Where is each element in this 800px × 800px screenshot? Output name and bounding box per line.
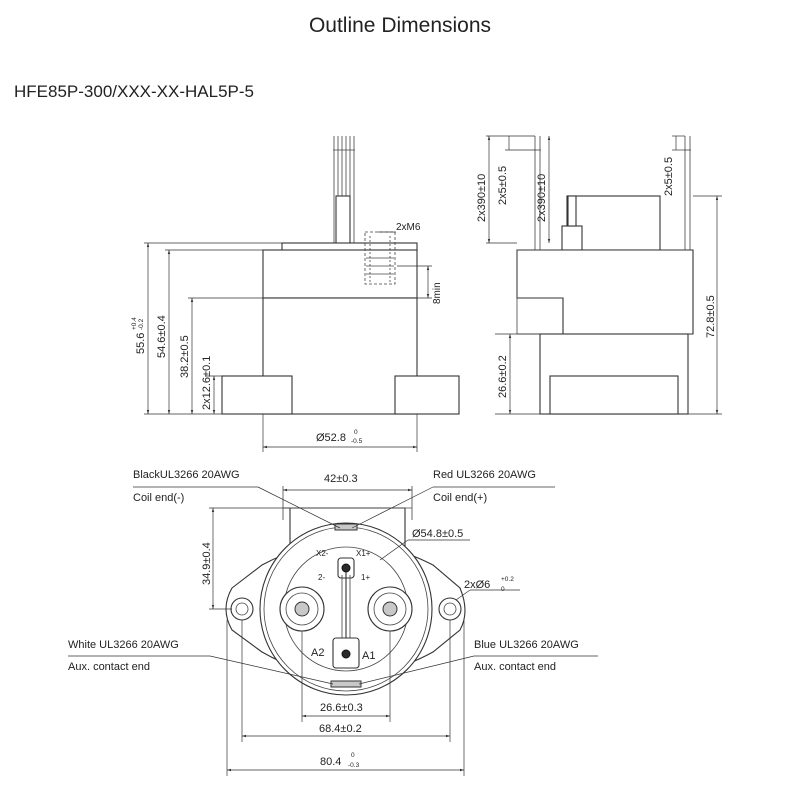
- wire-blue-label: Blue UL3266 20AWG: [474, 639, 579, 651]
- bottom-view: 42±0.3 X2- X1+ 2- 1+ A2: [68, 469, 598, 776]
- height-flange-label: 38.2±0.5: [179, 335, 191, 378]
- hole-spacing-label: 68.4±0.2: [319, 723, 362, 735]
- side-view: 2x390±10 2x5±0.5 2x390±10 2x5±0.5 72.8±0…: [476, 135, 722, 415]
- aux-wire-exit: [330, 680, 362, 688]
- width-diameter-label: Ø52.8: [316, 432, 346, 444]
- height-body-label: 54.6±0.4: [156, 315, 168, 358]
- front-wire-housing: [335, 195, 351, 251]
- lead-strip-1-label: 2x5±0.5: [497, 166, 509, 205]
- tab-depth-label: 34.9±0.4: [201, 542, 213, 585]
- tab-width-label: 42±0.3: [324, 473, 358, 485]
- lead-length-1-label: 2x390±10: [476, 174, 488, 222]
- wire-blue-desc: Aux. contact end: [474, 661, 556, 673]
- pin-plus-label: 1+: [361, 573, 370, 582]
- left-mount-hole: [230, 597, 254, 621]
- side-height-total-label: 72.8±0.5: [705, 295, 717, 338]
- side-connector: [561, 225, 583, 251]
- wire-black-label: BlackUL3266 20AWG: [133, 469, 240, 481]
- wire-red-label: Red UL3266 20AWG: [433, 469, 536, 481]
- pin-minus-label: 2-: [318, 573, 325, 582]
- wire-white-label: White UL3266 20AWG: [68, 639, 179, 651]
- body-diameter-label: Ø54.8±0.5: [412, 528, 463, 540]
- lead-length-2-label: 2x390±10: [536, 174, 548, 222]
- lead-strip-2-label: 2x5±0.5: [663, 157, 675, 196]
- hole-tol-lower: 0: [501, 586, 505, 593]
- page-title: Outline Dimensions: [308, 14, 492, 37]
- pin-x1-label: X1+: [356, 549, 371, 558]
- hole-tol-upper: +0.2: [501, 576, 514, 583]
- side-height-lower-label: 26.6±0.2: [497, 355, 509, 398]
- height-total-tol-upper: +0.4: [131, 317, 138, 330]
- height-total-label: 55.6: [135, 333, 147, 354]
- coil-wire-exit: [334, 523, 358, 531]
- front-view: 2xM6 8min 55.6 +0.4 -0.2 54.6±0.4 38.2±0…: [131, 136, 460, 452]
- overall-width-label: 80.4: [320, 756, 341, 768]
- side-upper-body: [516, 249, 694, 335]
- terminal-a2-label: A2: [311, 647, 324, 659]
- pin-x2-label: X2-: [316, 549, 329, 558]
- model-number: HFE85P-300/XXX-XX-HAL5P-5: [14, 82, 254, 101]
- screw-thread-label: 2xM6: [396, 222, 421, 233]
- width-tol-upper: 0: [354, 429, 358, 436]
- wire-red-desc: Coil end(+): [433, 492, 487, 504]
- thread-depth-label: 8min: [432, 282, 443, 304]
- overall-tol-lower: -0.3: [348, 762, 360, 769]
- wire-white-desc: Aux. contact end: [68, 661, 150, 673]
- front-left-foot: [221, 375, 293, 415]
- right-mount-hole: [438, 597, 462, 621]
- width-tol-lower: -0.5: [351, 438, 363, 445]
- wire-black-desc: Coil end(-): [133, 492, 184, 504]
- terminal-spacing-label: 26.6±0.3: [320, 702, 363, 714]
- front-right-foot: [394, 375, 460, 415]
- height-total-tol-lower: -0.2: [138, 318, 145, 330]
- height-foot-label: 2x12.6±0.1: [201, 356, 213, 410]
- overall-tol-upper: 0: [351, 752, 355, 759]
- terminal-a1-label: A1: [362, 650, 375, 662]
- hole-label: 2xØ6: [464, 579, 490, 591]
